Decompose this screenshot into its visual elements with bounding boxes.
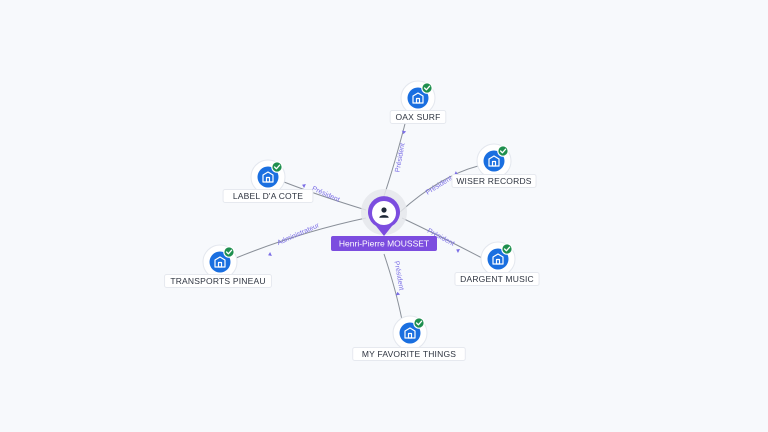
edge-line — [283, 181, 367, 211]
company-name-label[interactable]: WISER RECORDS — [456, 176, 531, 186]
building-icon — [488, 155, 500, 167]
edge-arrow-icon — [454, 171, 459, 175]
edge-arrow-icon — [395, 291, 401, 296]
check-icon — [497, 145, 509, 157]
edge-line — [235, 217, 367, 259]
center-node[interactable]: Henri-Pierre MOUSSET — [331, 189, 437, 251]
edges-layer: PrésidentPrésidentPrésidentPrésidentAdmi… — [235, 111, 483, 321]
edge-oax-surf: Président — [383, 111, 409, 197]
company-node-wiser-records[interactable]: WISER RECORDS — [451, 143, 537, 188]
company-node-oax-surf[interactable]: OAX SURF — [389, 80, 447, 124]
building-icon — [412, 92, 424, 104]
company-label-background — [454, 272, 540, 286]
edge-arrow-icon — [302, 183, 306, 189]
check-icon — [413, 317, 425, 329]
edge-role-label: Président — [395, 143, 407, 173]
edge-role-label: Administrateur — [276, 222, 321, 247]
check-icon — [501, 243, 513, 255]
building-icon — [404, 327, 416, 339]
person-label-background — [331, 236, 437, 251]
edge-arrow-icon — [456, 249, 461, 253]
edge-my-favorite-things: Président — [383, 253, 405, 321]
company-node-label-d-a-cote[interactable]: LABEL D'A COTE — [222, 159, 314, 203]
building-icon — [262, 171, 274, 183]
edge-line — [401, 217, 483, 259]
edge-line — [399, 165, 479, 213]
edge-role-label: Président — [425, 175, 454, 197]
person-pin-inner — [372, 201, 396, 225]
check-icon — [271, 161, 283, 173]
edge-arrow-icon — [401, 130, 407, 135]
company-name-label[interactable]: LABEL D'A COTE — [233, 191, 303, 201]
company-name-label[interactable]: DARGENT MUSIC — [460, 274, 534, 284]
building-icon — [214, 256, 226, 268]
building-icon — [492, 253, 504, 265]
company-label-background — [164, 274, 272, 288]
edge-arrow-icon — [268, 251, 272, 257]
nodes-layer: OAX SURF WISER RECORDS DARGENT MUSIC MY FAV… — [164, 80, 540, 361]
company-name-label[interactable]: MY FAVORITE THINGS — [362, 349, 456, 359]
company-node-dargent-music[interactable]: DARGENT MUSIC — [454, 241, 540, 286]
company-node-transports-pineau[interactable]: TRANSPORTS PINEAU — [164, 244, 272, 288]
company-name-label[interactable]: OAX SURF — [395, 112, 440, 122]
person-name-label[interactable]: Henri-Pierre MOUSSET — [339, 239, 429, 249]
edge-line — [383, 253, 403, 321]
person-icon — [379, 207, 389, 218]
company-label-background — [451, 174, 537, 188]
company-name-label[interactable]: TRANSPORTS PINEAU — [170, 276, 265, 286]
company-label-background — [389, 110, 447, 124]
check-icon — [421, 82, 433, 94]
edge-wiser-records: Président — [399, 165, 479, 213]
check-icon — [223, 246, 235, 258]
company-label-background — [222, 189, 314, 203]
company-label-background — [352, 347, 466, 361]
company-node-my-favorite-things[interactable]: MY FAVORITE THINGS — [352, 315, 466, 361]
edge-role-label: Président — [311, 185, 341, 203]
